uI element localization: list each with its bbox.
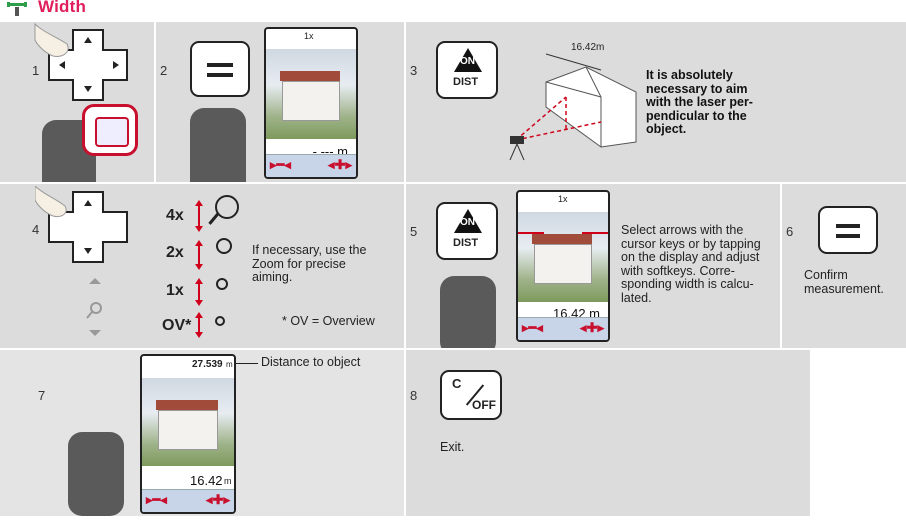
step-number: 3 [410, 63, 418, 78]
magnifier-medium-icon [216, 238, 232, 254]
perpendicular-aim-diagram [509, 53, 637, 161]
step-number: 7 [38, 388, 46, 403]
step-5-panel: 5 ON DIST 1x 16.42 m ▸━◂ ◂✚▸ Select arro… [406, 184, 780, 348]
device-illustration [190, 108, 246, 182]
step-1-panel: 1 [0, 22, 154, 182]
distance-unit: m [226, 360, 233, 369]
zoom-level-overview: OV* [162, 317, 192, 334]
width-function-icon [7, 2, 27, 16]
step-8-panel: 8 C OFF Exit. [406, 350, 906, 516]
softkey-bar: ▸━◂ ◂✚▸ [518, 317, 608, 340]
width-unit: m [224, 476, 232, 486]
zoom-level-2x: 2x [166, 244, 184, 261]
target-photo [266, 49, 356, 139]
exit-instruction: Exit. [440, 440, 465, 454]
magnifier-large-icon [215, 195, 239, 219]
zoom-arrows-icon [195, 200, 203, 338]
device-illustration [68, 432, 124, 516]
width-function-button [82, 104, 138, 156]
zoom-level-4x: 4x [166, 207, 184, 224]
width-dimension-label: 16.42m [571, 42, 605, 53]
cursor-pad-icon [34, 22, 128, 101]
magnifier-tiny-icon [215, 316, 225, 326]
equals-button [190, 41, 250, 97]
target-photo [518, 212, 608, 302]
distance-value: 27.539 [192, 359, 223, 370]
zoom-keys-icon [86, 278, 102, 336]
distance-callout: Distance to object [261, 355, 361, 369]
step-number: 8 [410, 388, 418, 403]
width-readout: 16.42 [190, 473, 223, 488]
clear-off-button: C OFF [440, 370, 502, 420]
zoom-level: 1x [558, 194, 568, 204]
zoom-level-1x: 1x [166, 282, 184, 299]
step-number: 6 [786, 224, 794, 239]
step-7-panel: 7 27.539 m 16.42 m ▸━◂ ◂✚▸ Distance to o… [0, 350, 404, 516]
step-number: 5 [410, 224, 418, 239]
step-number: 2 [160, 63, 168, 78]
device-illustration [440, 276, 496, 348]
on-dist-button: ON DIST [436, 202, 498, 260]
device-screen: 1x -.--- m ▸━◂ ◂✚▸ [264, 27, 358, 179]
step-number: 1 [32, 63, 40, 78]
step-number: 4 [32, 222, 40, 237]
magnifier-small-icon [216, 278, 228, 290]
step-2-panel: 2 1x -.--- m ▸━◂ ◂✚▸ [156, 22, 404, 182]
callout-line [236, 363, 258, 364]
zoom-level: 1x [304, 31, 314, 41]
device-screen: 27.539 m 16.42 m ▸━◂ ◂✚▸ [140, 354, 236, 514]
page-title: Width [38, 0, 87, 16]
softkey-bar: ▸━◂ ◂✚▸ [266, 154, 356, 177]
target-photo [142, 378, 234, 466]
cursor-updown-icon [35, 186, 128, 263]
equals-button [818, 206, 878, 254]
softkey-bar: ▸━◂ ◂✚▸ [142, 489, 234, 512]
overview-footnote: * OV = Overview [282, 314, 375, 328]
on-dist-button: ON DIST [436, 41, 498, 99]
device-screen: 1x 16.42 m ▸━◂ ◂✚▸ [516, 190, 610, 342]
